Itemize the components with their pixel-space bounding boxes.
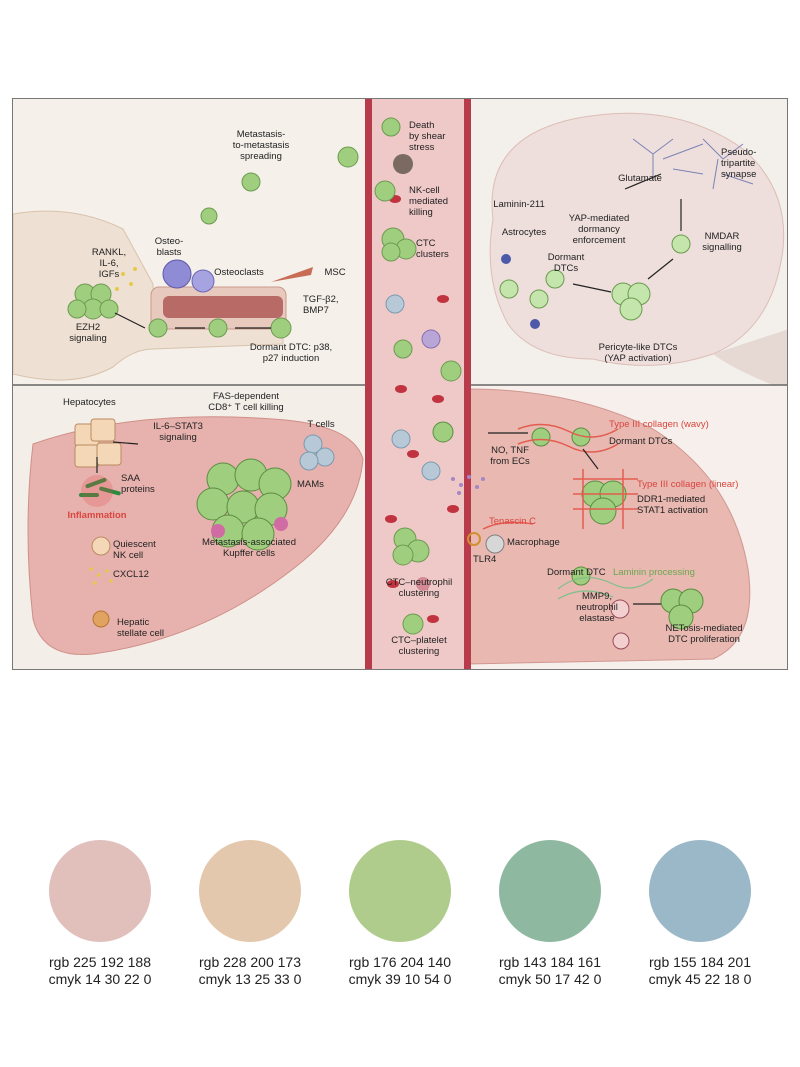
label-glutamate: Glutamate: [618, 173, 662, 184]
label-kupffer-cells: Metastasis-associated Kupffer cells: [202, 537, 296, 559]
label-hepatocytes: Hepatocytes: [63, 397, 116, 408]
label-netosis-proliferation: NETosis-mediated DTC proliferation: [665, 623, 743, 645]
label-saa-proteins: SAA proteins: [121, 473, 155, 495]
label-no-tnf-ecs: NO, TNF from ECs: [490, 445, 530, 467]
palette-swatch-3: rgb 176 204 140 cmyk 39 10 54 0: [330, 840, 470, 988]
label-yap-dormancy: YAP-mediated dormancy enforcement: [568, 213, 630, 246]
color-circle-peach: [199, 840, 301, 942]
label-laminin-processing: Laminin processing: [613, 567, 695, 578]
label-cxcl12: CXCL12: [113, 569, 149, 580]
label-mmp9-elastase: MMP9, neutrophil elastase: [576, 591, 618, 624]
label-dormant-dtcs-lung: Dormant DTCs: [609, 436, 673, 447]
label-ezh2-signaling: EZH2 signaling: [69, 322, 107, 344]
label-metastasis-spreading: Metastasis- to-metastasis spreading: [232, 129, 290, 162]
label-hepatic-stellate: Hepatic stellate cell: [117, 617, 164, 639]
label-pericyte-like-dtcs: Pericyte-like DTCs (YAP activation): [598, 342, 678, 364]
palette-swatch-1: rgb 225 192 188 cmyk 14 30 22 0: [30, 840, 170, 988]
label-ctc-platelet: CTC–platelet clustering: [391, 635, 447, 657]
label-astrocytes: Astrocytes: [501, 227, 547, 238]
color-circle-teal: [499, 840, 601, 942]
diagram-artwork: [13, 99, 787, 669]
color-circle-green: [349, 840, 451, 942]
label-msc: MSC: [324, 267, 346, 278]
color-circle-pink: [49, 840, 151, 942]
label-rankl-il6-igfs: RANKL, IL-6, IGFs: [91, 247, 127, 280]
label-tgfb2-bmp7: TGF-β2, BMP7: [303, 294, 339, 316]
label-osteoblasts: Osteo- blasts: [154, 236, 184, 258]
label-fas-cd8-killing: FAS-dependent CD8⁺ T cell killing: [208, 391, 284, 413]
label-mams: MAMs: [297, 479, 324, 490]
label-ctc-neutrophil: CTC–neutrophil clustering: [385, 577, 453, 599]
color-circle-blue: [649, 840, 751, 942]
label-dormant-dtcs-brain: Dormant DTCs: [547, 252, 585, 274]
palette-swatch-2: rgb 228 200 173 cmyk 13 25 33 0: [180, 840, 320, 988]
label-inflammation: Inflammation: [67, 510, 127, 521]
label-type3-collagen-linear: Type III collagen (linear): [637, 479, 739, 490]
label-quiescent-nk: Quiescent NK cell: [113, 539, 156, 561]
label-ddr1-stat1: DDR1-mediated STAT1 activation: [637, 494, 708, 516]
swatch-cmyk: cmyk 14 30 22 0: [48, 971, 152, 987]
swatch-cmyk: cmyk 13 25 33 0: [198, 971, 302, 987]
label-dormant-dtc-lung: Dormant DTC: [547, 567, 606, 578]
label-t-cells: T cells: [307, 419, 335, 430]
label-death-by-shear-stress: Death by shear stress: [409, 120, 446, 153]
label-il6-stat3: IL-6–STAT3 signaling: [153, 421, 203, 443]
label-dormant-dtc-p38: Dormant DTC: p38, p27 induction: [249, 342, 333, 364]
label-tenascin-c: Tenascin C: [489, 516, 536, 527]
label-ctc-clusters: CTC clusters: [416, 238, 449, 260]
swatch-rgb: rgb 228 200 173: [199, 954, 301, 970]
swatch-cmyk: cmyk 39 10 54 0: [348, 971, 452, 987]
swatch-cmyk: cmyk 50 17 42 0: [498, 971, 602, 987]
metastasis-diagram: Death by shear stress NK-cell mediated k…: [12, 98, 788, 670]
label-laminin-211: Laminin-211: [493, 199, 545, 210]
swatch-rgb: rgb 225 192 188: [49, 954, 151, 970]
label-type3-collagen-wavy: Type III collagen (wavy): [609, 419, 709, 430]
swatch-rgb: rgb 143 184 161: [499, 954, 601, 970]
palette-swatch-5: rgb 155 184 201 cmyk 45 22 18 0: [630, 840, 770, 988]
palette-swatch-4: rgb 143 184 161 cmyk 50 17 42 0: [480, 840, 620, 988]
label-nk-cell-killing: NK-cell mediated killing: [409, 185, 449, 218]
label-nmdar-signalling: NMDAR signalling: [702, 231, 742, 253]
label-pseudo-tripartite-synapse: Pseudo- tripartite synapse: [721, 147, 757, 180]
label-tlr4: TLR4: [473, 554, 497, 565]
swatch-rgb: rgb 155 184 201: [649, 954, 751, 970]
label-osteoclasts: Osteoclasts: [214, 267, 264, 278]
swatch-rgb: rgb 176 204 140: [349, 954, 451, 970]
label-macrophage: Macrophage: [507, 537, 560, 548]
swatch-cmyk: cmyk 45 22 18 0: [648, 971, 752, 987]
